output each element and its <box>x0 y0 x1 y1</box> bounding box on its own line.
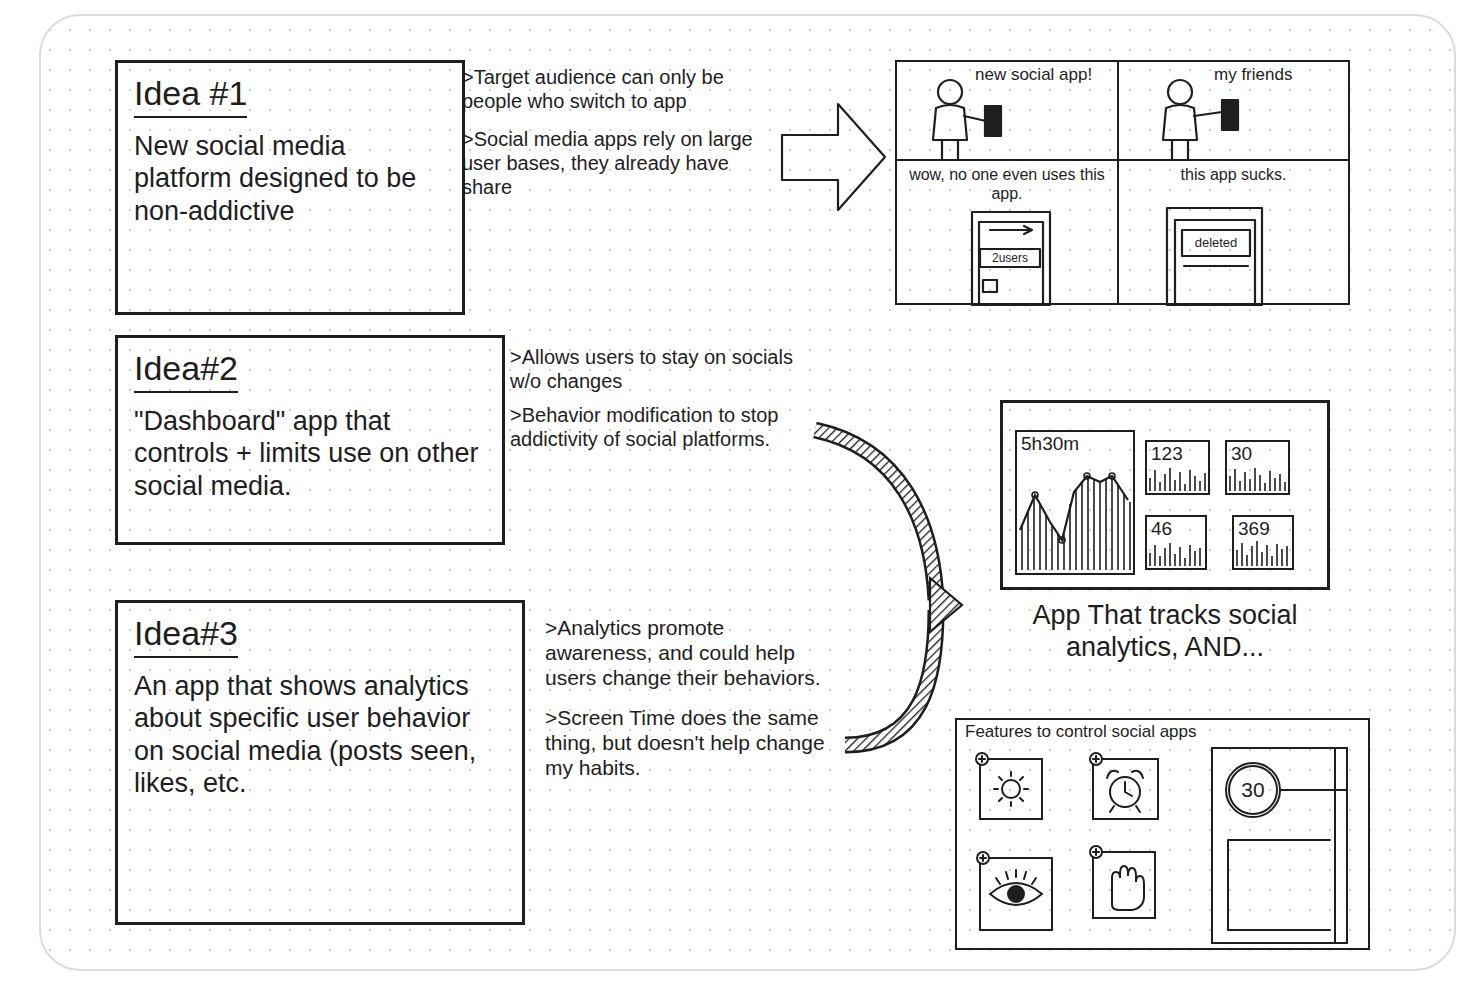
stat-tile: 123 <box>1145 440 1210 495</box>
note: >Screen Time does the same thing, but do… <box>545 705 833 781</box>
note: >Behavior modification to stop addictivi… <box>510 403 805 451</box>
stat-tile: 46 <box>1145 515 1207 570</box>
comic-panel: this app sucks. <box>1117 159 1350 305</box>
stat-value: 369 <box>1238 519 1288 540</box>
stat-tile: 30 <box>1225 440 1290 495</box>
idea-box: Idea #1 New social media platform designe… <box>115 60 465 315</box>
phone-text: 2users <box>981 251 1039 265</box>
idea-heading: Idea #1 <box>134 73 247 118</box>
comic-panel: new social app! <box>895 60 1119 161</box>
dotted-page <box>40 15 1455 970</box>
note: >Allows users to stay on socials w/o cha… <box>510 345 805 393</box>
note: >Social media apps rely on large user ba… <box>462 127 777 199</box>
stick-figure <box>1163 80 1222 159</box>
stat-value: 5h30m <box>1021 434 1129 455</box>
caption-text: App That tracks social analytics, AND... <box>1003 599 1327 664</box>
idea-body: An app that shows analytics about specif… <box>134 670 506 800</box>
stat-value: 30 <box>1231 444 1284 465</box>
idea-heading: Idea#2 <box>134 348 238 393</box>
stat-tile: 5h30m <box>1015 430 1135 575</box>
timer-value: 30 <box>1241 777 1264 802</box>
phone-drawing <box>1167 208 1262 305</box>
box-title: Features to control social apps <box>965 722 1360 742</box>
note: >Analytics promote awareness, and could … <box>545 615 833 691</box>
idea-box: Idea#2 "Dashboard" app that controls + li… <box>115 335 505 545</box>
idea-heading: Idea#3 <box>134 613 238 658</box>
idea-box: Idea#3 An app that shows analytics about … <box>115 600 525 925</box>
idea-body: New social media platform designed to be… <box>134 130 446 227</box>
comic-panel: wow, no one even uses this app. <box>895 159 1119 305</box>
speech-text: my friends <box>1214 65 1344 85</box>
phone-drawing <box>972 212 1050 305</box>
comic-panel: my friends <box>1117 60 1350 161</box>
speech-text: new social app! <box>975 65 1113 85</box>
speech-text: wow, no one even uses this app. <box>903 165 1111 203</box>
feature-icons <box>976 748 1347 943</box>
phone-icon <box>1222 100 1238 130</box>
timer-circle: 30 <box>1225 762 1281 818</box>
phone-text: deleted <box>1183 235 1249 251</box>
note: >Target audience can only be people who … <box>462 65 777 113</box>
stat-value: 46 <box>1151 519 1201 540</box>
stick-figure <box>933 80 986 159</box>
analytics-graphs <box>1020 468 1287 570</box>
phone-icon <box>985 106 1001 136</box>
idea-body: "Dashboard" app that controls + limits u… <box>134 405 486 502</box>
dashboard-box: App That tracks social analytics, AND...… <box>1000 400 1330 590</box>
stat-value: 123 <box>1151 444 1204 465</box>
stat-tile: 369 <box>1232 515 1294 570</box>
features-box: Features to control social apps 30 <box>955 718 1370 950</box>
speech-text: this app sucks. <box>1125 165 1342 184</box>
merge-arrow <box>815 430 962 745</box>
hollow-arrow <box>782 104 885 210</box>
